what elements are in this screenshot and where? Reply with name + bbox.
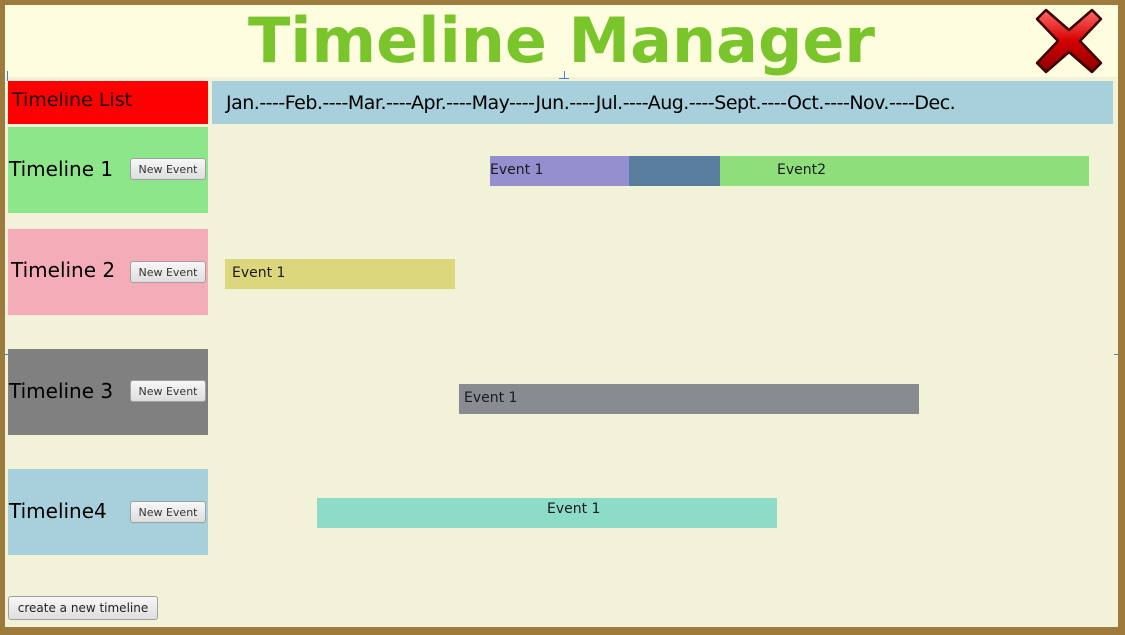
event-label: Event 1 <box>464 390 518 406</box>
resize-handle-left-mid <box>5 354 8 355</box>
resize-handle-top <box>564 71 565 79</box>
timeline-name: Timeline 3 <box>9 379 114 403</box>
timeline-1-event-1[interactable]: Event 1 <box>490 156 630 186</box>
create-new-timeline-button[interactable]: create a new timeline <box>8 596 158 620</box>
timeline-list-header: Timeline List <box>8 81 208 124</box>
event-label: Event 1 <box>490 162 544 178</box>
timeline-1-event-2[interactable]: Event2 <box>720 156 1089 186</box>
resize-handle-right <box>1114 354 1118 355</box>
title-bar: Timeline Manager <box>5 5 1118 77</box>
close-x-icon[interactable] <box>1034 6 1104 76</box>
timeline-2-row-label: Timeline 2 New Event <box>8 229 208 315</box>
timeline-2-event-1[interactable]: Event 1 <box>225 259 455 289</box>
new-event-button[interactable]: New Event <box>130 501 206 523</box>
timeline-3-event-1[interactable]: Event 1 <box>459 384 919 414</box>
event-label: Event 1 <box>232 265 286 281</box>
timeline-name: Timeline 2 <box>11 258 116 282</box>
timeline-manager-window: Timeline Manager Timeline List Jan.----F… <box>5 5 1118 627</box>
resize-handle-top-bar <box>559 78 569 79</box>
app-title: Timeline Manager <box>248 4 875 77</box>
timeline-1-row-label: Timeline 1 New Event <box>8 127 208 213</box>
timeline-name: Timeline4 <box>9 499 107 523</box>
event-label: Event2 <box>777 162 827 178</box>
timeline-4-event-1[interactable]: Event 1 <box>317 498 777 528</box>
months-header-label: Jan.----Feb.----Mar.----Apr.----May----J… <box>226 92 956 114</box>
resize-handle-left <box>7 71 8 81</box>
timeline-1-event-overlap[interactable] <box>629 156 720 186</box>
new-event-button[interactable]: New Event <box>130 261 206 283</box>
timeline-list-header-label: Timeline List <box>12 89 133 111</box>
event-label: Event 1 <box>547 501 601 517</box>
timeline-name: Timeline 1 <box>9 157 114 181</box>
timeline-3-row-label: Timeline 3 New Event <box>8 349 208 435</box>
new-event-button[interactable]: New Event <box>130 158 206 180</box>
new-event-button[interactable]: New Event <box>130 380 206 402</box>
months-header: Jan.----Feb.----Mar.----Apr.----May----J… <box>212 81 1113 124</box>
timeline-4-row-label: Timeline4 New Event <box>8 469 208 555</box>
